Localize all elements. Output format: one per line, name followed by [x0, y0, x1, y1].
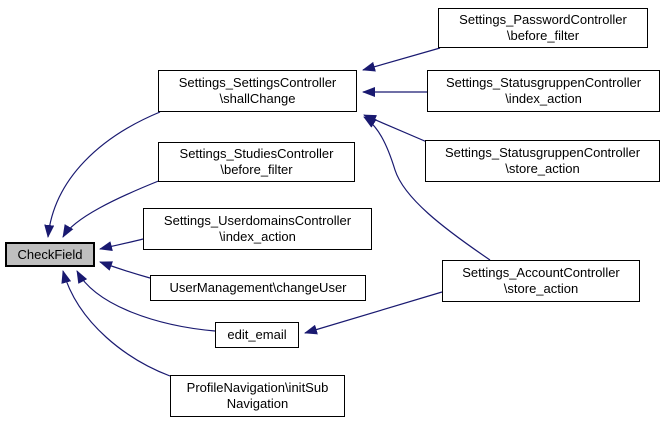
- edge-accountcontroller-to-settingscontroller: [363, 116, 491, 261]
- edge-statusgruppen-store-to-settingscontroller: [363, 114, 428, 143]
- node-settings-passwordcontroller-before-filter[interactable]: Settings_PasswordController \before_filt…: [438, 8, 648, 48]
- node-checkfield: CheckField: [5, 242, 95, 267]
- node-settings-settingscontroller-shallchange[interactable]: Settings_SettingsController \shallChange: [158, 70, 357, 112]
- node-profilenavigation-initsubnavigation[interactable]: ProfileNavigation\initSub Navigation: [170, 375, 345, 417]
- node-settings-statusgruppencontroller-index-action[interactable]: Settings_StatusgruppenController \index_…: [427, 70, 660, 112]
- edge-passwordcontroller-to-settingscontroller: [362, 47, 441, 72]
- edge-settingscontroller-to-checkfield: [44, 111, 161, 238]
- edge-accountcontroller-to-edit-email: [304, 291, 443, 335]
- node-settings-statusgruppencontroller-store-action[interactable]: Settings_StatusgruppenController \store_…: [425, 140, 660, 182]
- edge-usermanagement-to-checkfield: [99, 261, 151, 279]
- node-settings-studiescontroller-before-filter[interactable]: Settings_StudiesController \before_filte…: [158, 142, 355, 182]
- edge-studiescontroller-to-checkfield: [62, 179, 162, 238]
- edge-edit-email-to-checkfield: [76, 270, 216, 332]
- node-settings-userdomainscontroller-index-action[interactable]: Settings_UserdomainsController \index_ac…: [143, 208, 372, 250]
- node-edit-email[interactable]: edit_email: [215, 322, 299, 348]
- node-settings-accountcontroller-store-action[interactable]: Settings_AccountController \store_action: [442, 260, 640, 302]
- node-usermanagement-changeuser[interactable]: UserManagement\changeUser: [150, 275, 366, 301]
- edge-profilenavigation-to-checkfield: [61, 270, 171, 377]
- edge-userdomainscontroller-to-checkfield: [99, 238, 144, 251]
